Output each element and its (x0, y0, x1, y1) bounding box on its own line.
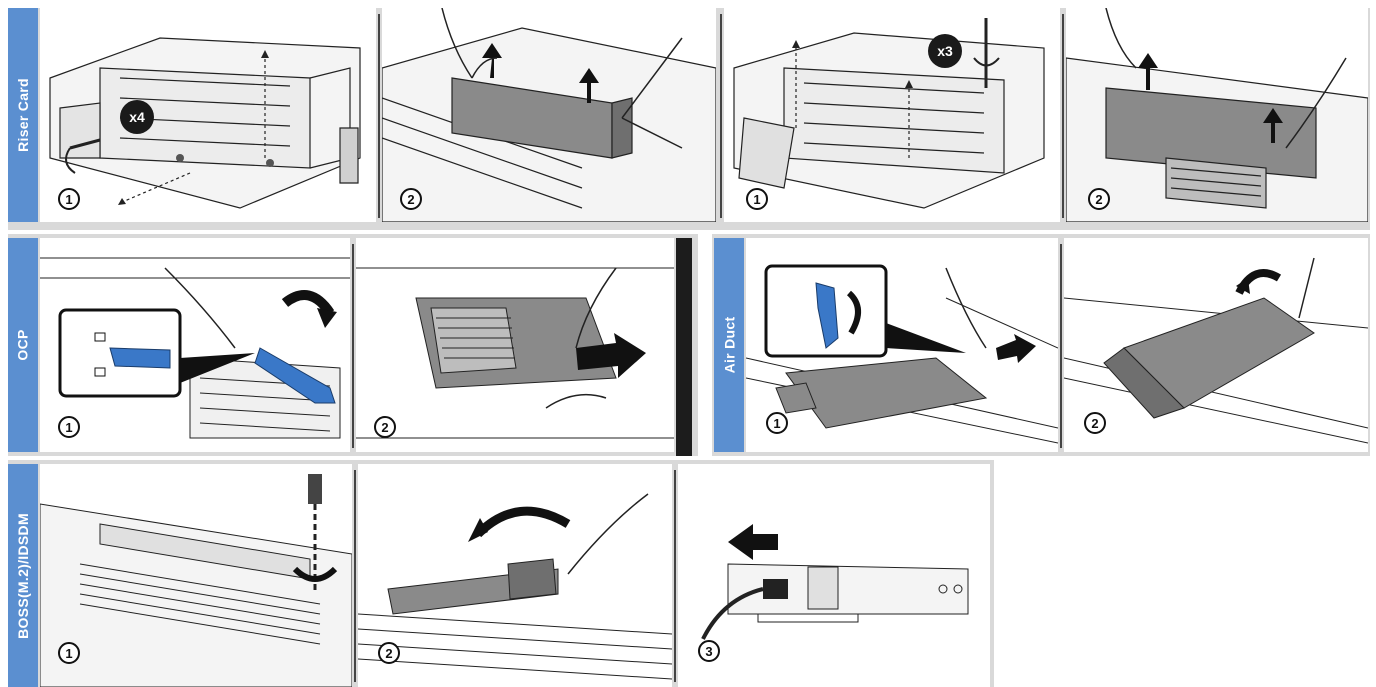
ocp-label: OCP (15, 329, 31, 361)
air-duct-label: Air Duct (721, 316, 738, 374)
section-separator (676, 238, 692, 456)
boss-screw-illustration (40, 474, 352, 687)
screw-count-badge: x3 (928, 34, 962, 68)
panel-divider (378, 14, 380, 218)
step-number: 1 (58, 416, 80, 438)
boss-label: BOSS(M.2)/IDSDM (15, 512, 31, 639)
step-number: 3 (698, 640, 720, 662)
riser-a-step-1-panel: x4 1 (40, 8, 376, 222)
air-duct-step-2-panel: 2 (1064, 238, 1368, 452)
step-number: 2 (1084, 412, 1106, 434)
panel-divider (1060, 244, 1062, 448)
ocp-slide-out-illustration (356, 267, 674, 439)
riser-bracket-screws-illustration (49, 37, 361, 209)
riser-b-step-1-panel: x3 1 (724, 8, 1060, 222)
riser-bracket-screws-illustration (733, 18, 1045, 209)
screw-count-badge: x4 (120, 100, 154, 134)
panel-divider (352, 244, 354, 448)
air-duct-lift-illustration (1064, 257, 1368, 444)
ocp-step-1-panel: 1 (40, 238, 350, 452)
air-duct-step-1-panel: 1 (746, 238, 1058, 452)
panel-divider (1062, 14, 1064, 218)
boss-step-2-panel: 2 (358, 464, 672, 687)
riser-a-step-2-panel: 2 (382, 8, 716, 222)
panel-divider (674, 470, 676, 682)
panel-divider (354, 470, 356, 682)
step-number: 2 (400, 188, 422, 210)
riser-lift-illustration (382, 8, 716, 222)
air-duct-release-illustration (746, 264, 1058, 444)
step-number: 2 (374, 416, 396, 438)
boss-section-tag: BOSS(M.2)/IDSDM (8, 464, 38, 687)
boss-cable-disconnect-illustration (701, 524, 969, 640)
riser-card-label: Riser Card (15, 78, 31, 152)
step-number: 1 (58, 642, 80, 664)
boss-step-1-panel: 1 (40, 464, 352, 687)
air-duct-section-tag: Air Duct (714, 238, 744, 452)
ocp-step-2-panel: 2 (356, 238, 674, 452)
step-number: 2 (378, 642, 400, 664)
boss-card-lift-illustration (358, 493, 672, 680)
panel-divider (720, 14, 722, 218)
ocp-latch-illustration (40, 257, 350, 439)
step-number: 2 (1088, 188, 1110, 210)
ocp-section-tag: OCP (8, 238, 38, 452)
boss-step-3-panel: 3 (678, 464, 990, 687)
step-number: 1 (766, 412, 788, 434)
riser-b-step-2-panel: 2 (1066, 8, 1368, 222)
step-number: 1 (746, 188, 768, 210)
riser-lift-illustration (1066, 8, 1368, 222)
riser-card-section-tag: Riser Card (8, 8, 38, 222)
step-number: 1 (58, 188, 80, 210)
